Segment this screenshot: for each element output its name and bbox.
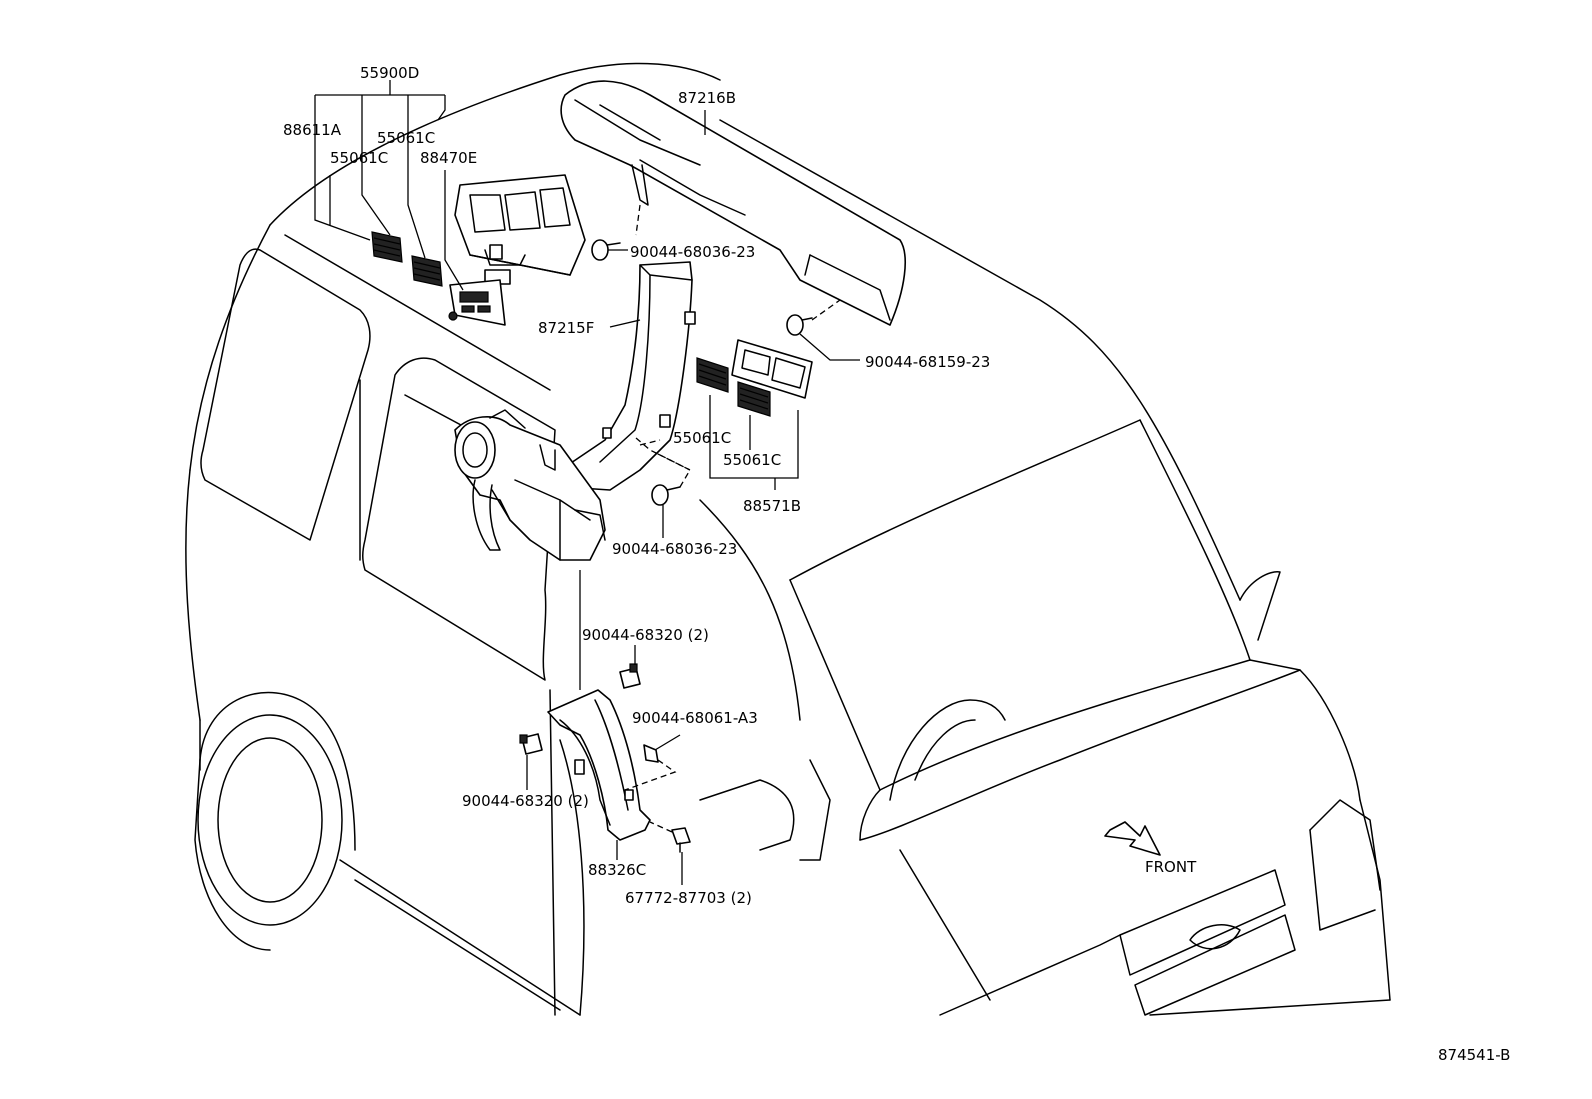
label-90044-68036-23-upper: 90044-68036-23 xyxy=(630,243,755,261)
leader-lines xyxy=(314,80,860,885)
front-label: FRONT xyxy=(1145,858,1197,876)
clip-90044-68036-23-lower xyxy=(651,484,681,506)
diagram-ref-number: 874541-B xyxy=(1438,1046,1510,1064)
register-55061C-right-1 xyxy=(696,357,729,393)
register-housing-88571B xyxy=(731,339,813,399)
clip-90044-68061-A3 xyxy=(643,744,659,763)
label-90044-68036-23-lower: 90044-68036-23 xyxy=(612,540,737,558)
label-55061C-d: 55061C xyxy=(723,451,781,469)
pillar-duct-87215F xyxy=(567,261,696,491)
label-88611A: 88611A xyxy=(283,121,342,139)
control-panel-88470E xyxy=(448,279,506,326)
label-88326C: 88326C xyxy=(588,861,646,879)
rear-blower-unit xyxy=(454,409,606,561)
clip-90044-68159-23 xyxy=(786,314,813,336)
label-90044-68320-upper: 90044-68320 (2) xyxy=(582,626,709,644)
vehicle-body-outline xyxy=(185,62,1391,1016)
clip-90044-68320-lower xyxy=(519,733,543,755)
label-67772-87703: 67772-87703 (2) xyxy=(625,889,752,907)
label-90044-68320-lower: 90044-68320 (2) xyxy=(462,792,589,810)
label-55061C-c: 55061C xyxy=(673,429,731,447)
rear-register-housing-55900D xyxy=(454,174,586,276)
front-direction-arrow: FRONT xyxy=(1104,821,1197,876)
label-55900D: 55900D xyxy=(360,64,419,82)
label-90044-68159-23: 90044-68159-23 xyxy=(865,353,990,371)
register-55061C-left-2 xyxy=(411,255,443,287)
label-55061C-a: 55061C xyxy=(377,129,435,147)
register-55061C-right-2 xyxy=(737,381,771,417)
clip-67772-87703 xyxy=(671,827,691,853)
roof-duct-87216B xyxy=(560,80,906,326)
label-88470E: 88470E xyxy=(420,149,477,167)
label-87216B: 87216B xyxy=(678,89,736,107)
pillar-garnish-88326C xyxy=(547,689,651,841)
label-55061C-b: 55061C xyxy=(330,149,388,167)
label-88571B: 88571B xyxy=(743,497,801,515)
register-55061C-left-1 xyxy=(371,231,403,263)
label-90044-68061-A3: 90044-68061-A3 xyxy=(632,709,758,727)
part-labels: 55900D 87216B 88611A 55061C 55061C 88470… xyxy=(283,64,1510,1064)
clip-90044-68320-upper xyxy=(619,663,641,689)
clip-90044-68036-23-upper xyxy=(591,239,621,261)
label-87215F: 87215F xyxy=(538,319,594,337)
